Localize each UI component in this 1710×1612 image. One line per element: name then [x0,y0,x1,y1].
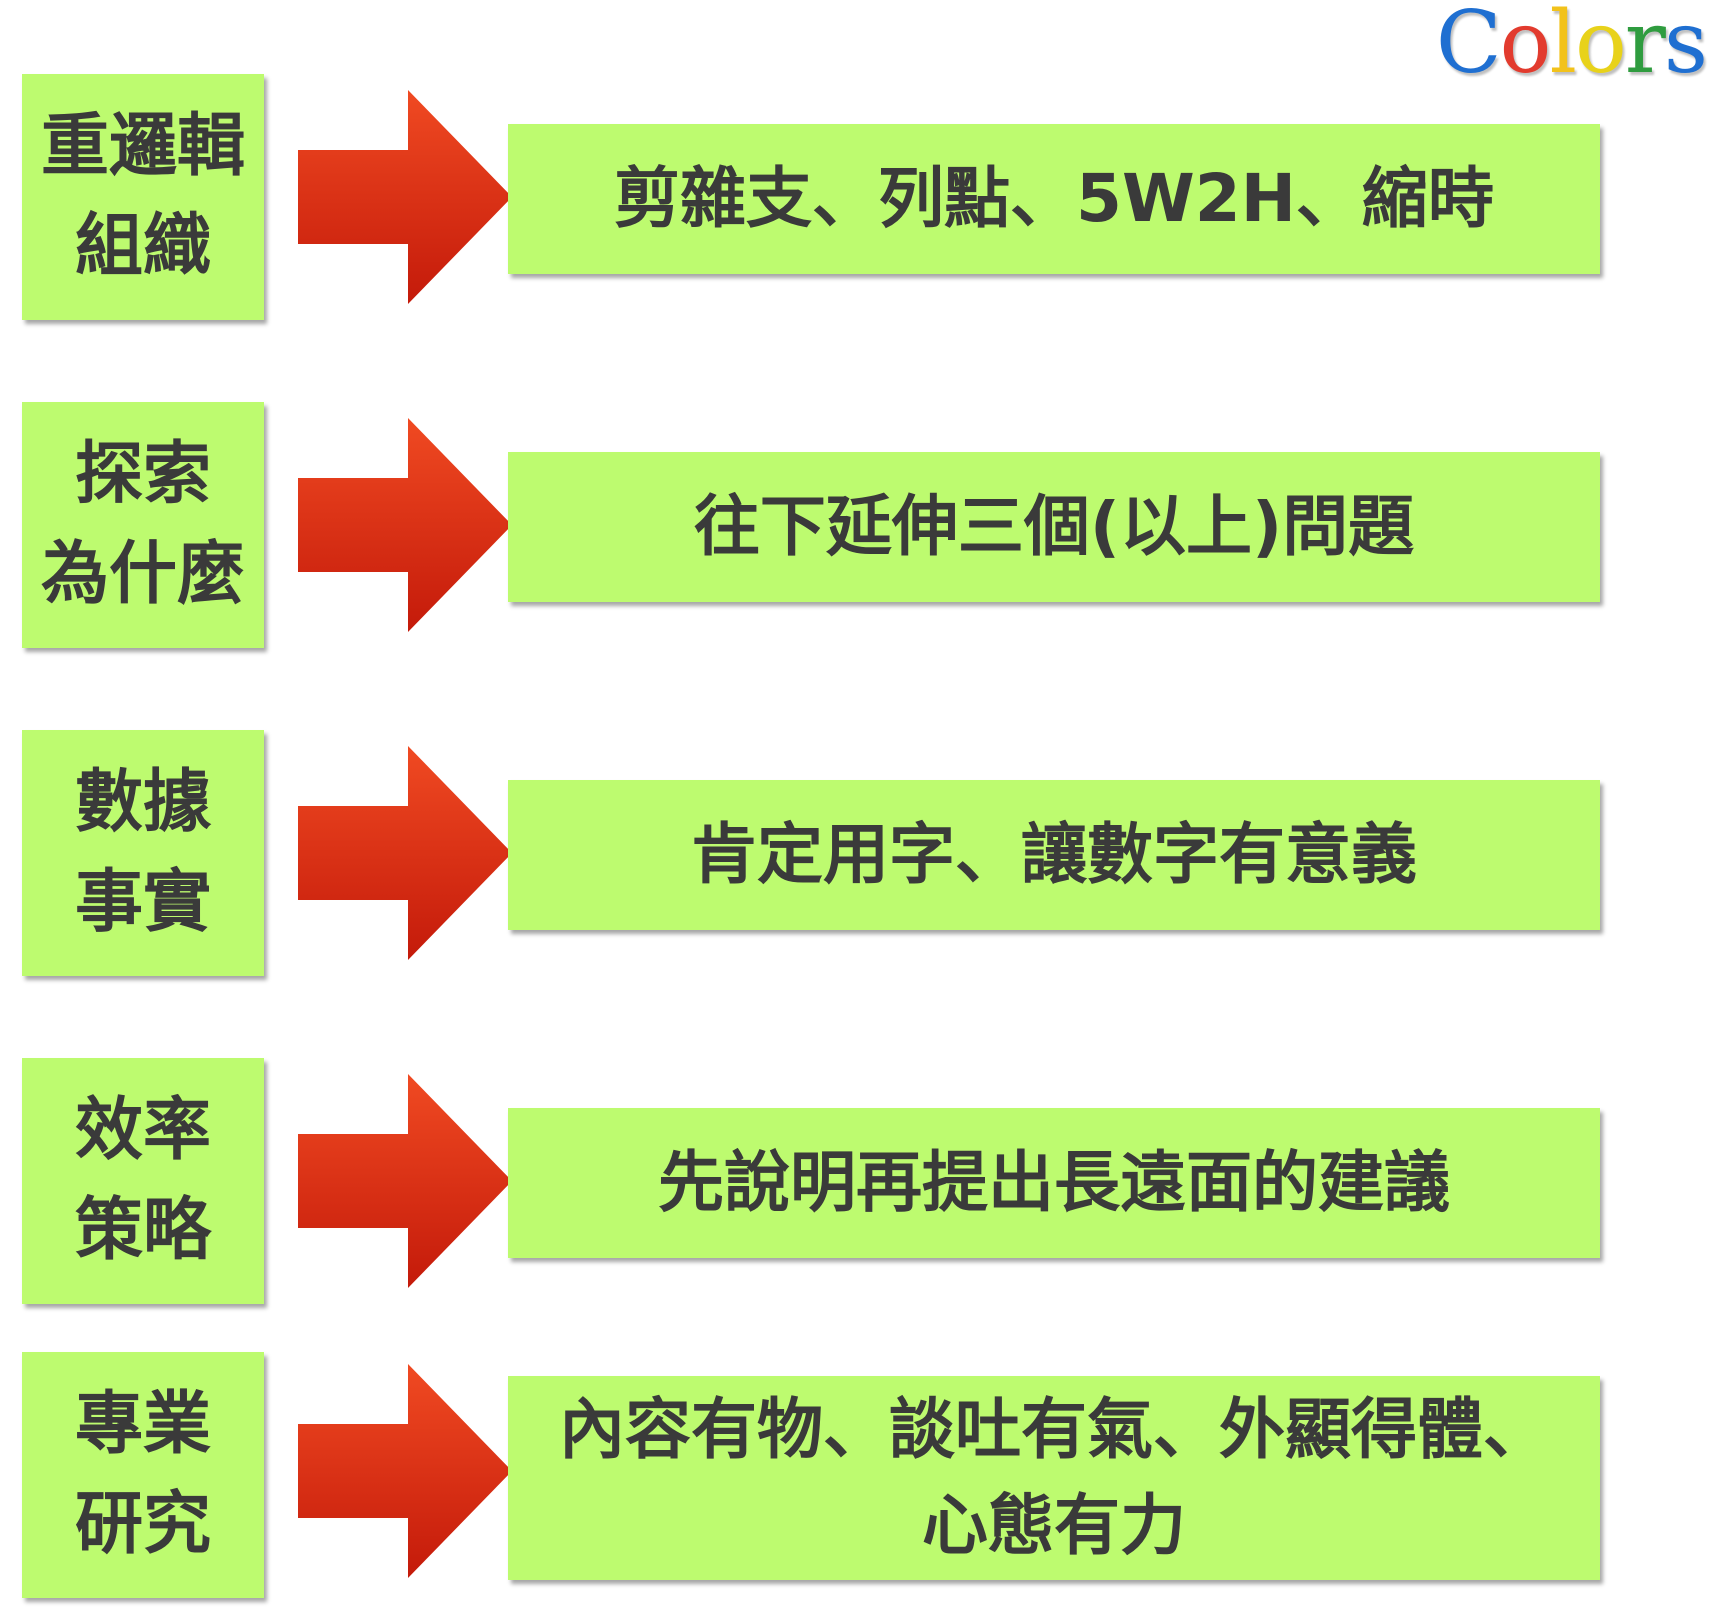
right-arrow-icon [298,1074,512,1288]
right-arrow-icon [298,1364,512,1578]
content-box-4: 先說明再提出長遠面的建議 [508,1108,1600,1258]
content-line: 內容有物、談吐有氣、外顯得體、 [559,1391,1549,1468]
label-box-2: 探索 為什麼 [22,402,264,648]
label-box-3: 數據 事實 [22,730,264,976]
logo-letter-c: C [1435,0,1502,93]
content-line: 先說明再提出長遠面的建議 [658,1144,1450,1221]
label-box-5: 專業 研究 [22,1352,264,1598]
logo-letter-s: s [1663,0,1708,93]
right-arrow-icon [298,746,512,960]
content-line: 肯定用字、讓數字有意義 [691,816,1417,893]
label-line: 專業 [74,1385,211,1464]
content-box-1: 剪雜支、列點、5W2H、縮時 [508,124,1600,274]
content-line: 剪雜支、列點、5W2H、縮時 [614,160,1494,237]
content-box-3: 肯定用字、讓數字有意義 [508,780,1600,930]
label-line: 組織 [74,207,211,286]
label-line: 重邏輯 [40,107,245,186]
label-line: 策略 [74,1191,211,1270]
label-line: 效率 [74,1091,211,1170]
label-line: 探索 [74,435,211,514]
label-line: 為什麼 [40,535,245,614]
label-box-1: 重邏輯 組織 [22,74,264,320]
right-arrow-icon [298,90,512,304]
label-line: 事實 [74,863,211,942]
content-box-2: 往下延伸三個(以上)問題 [508,452,1600,602]
label-box-4: 效率 策略 [22,1058,264,1304]
logo-letter-o1: o [1499,0,1552,93]
content-line: 心態有力 [922,1487,1186,1564]
right-arrow-icon [298,418,512,632]
content-line: 往下延伸三個(以上)問題 [693,488,1415,565]
logo-letter-r: r [1624,0,1666,93]
content-box-5: 內容有物、談吐有氣、外顯得體、 心態有力 [508,1376,1600,1580]
label-line: 研究 [74,1485,211,1564]
logo-letter-l: l [1549,0,1576,93]
label-line: 數據 [74,763,211,842]
logo-letter-o2: o [1574,0,1627,93]
colors-logo: Colors [1435,0,1708,93]
